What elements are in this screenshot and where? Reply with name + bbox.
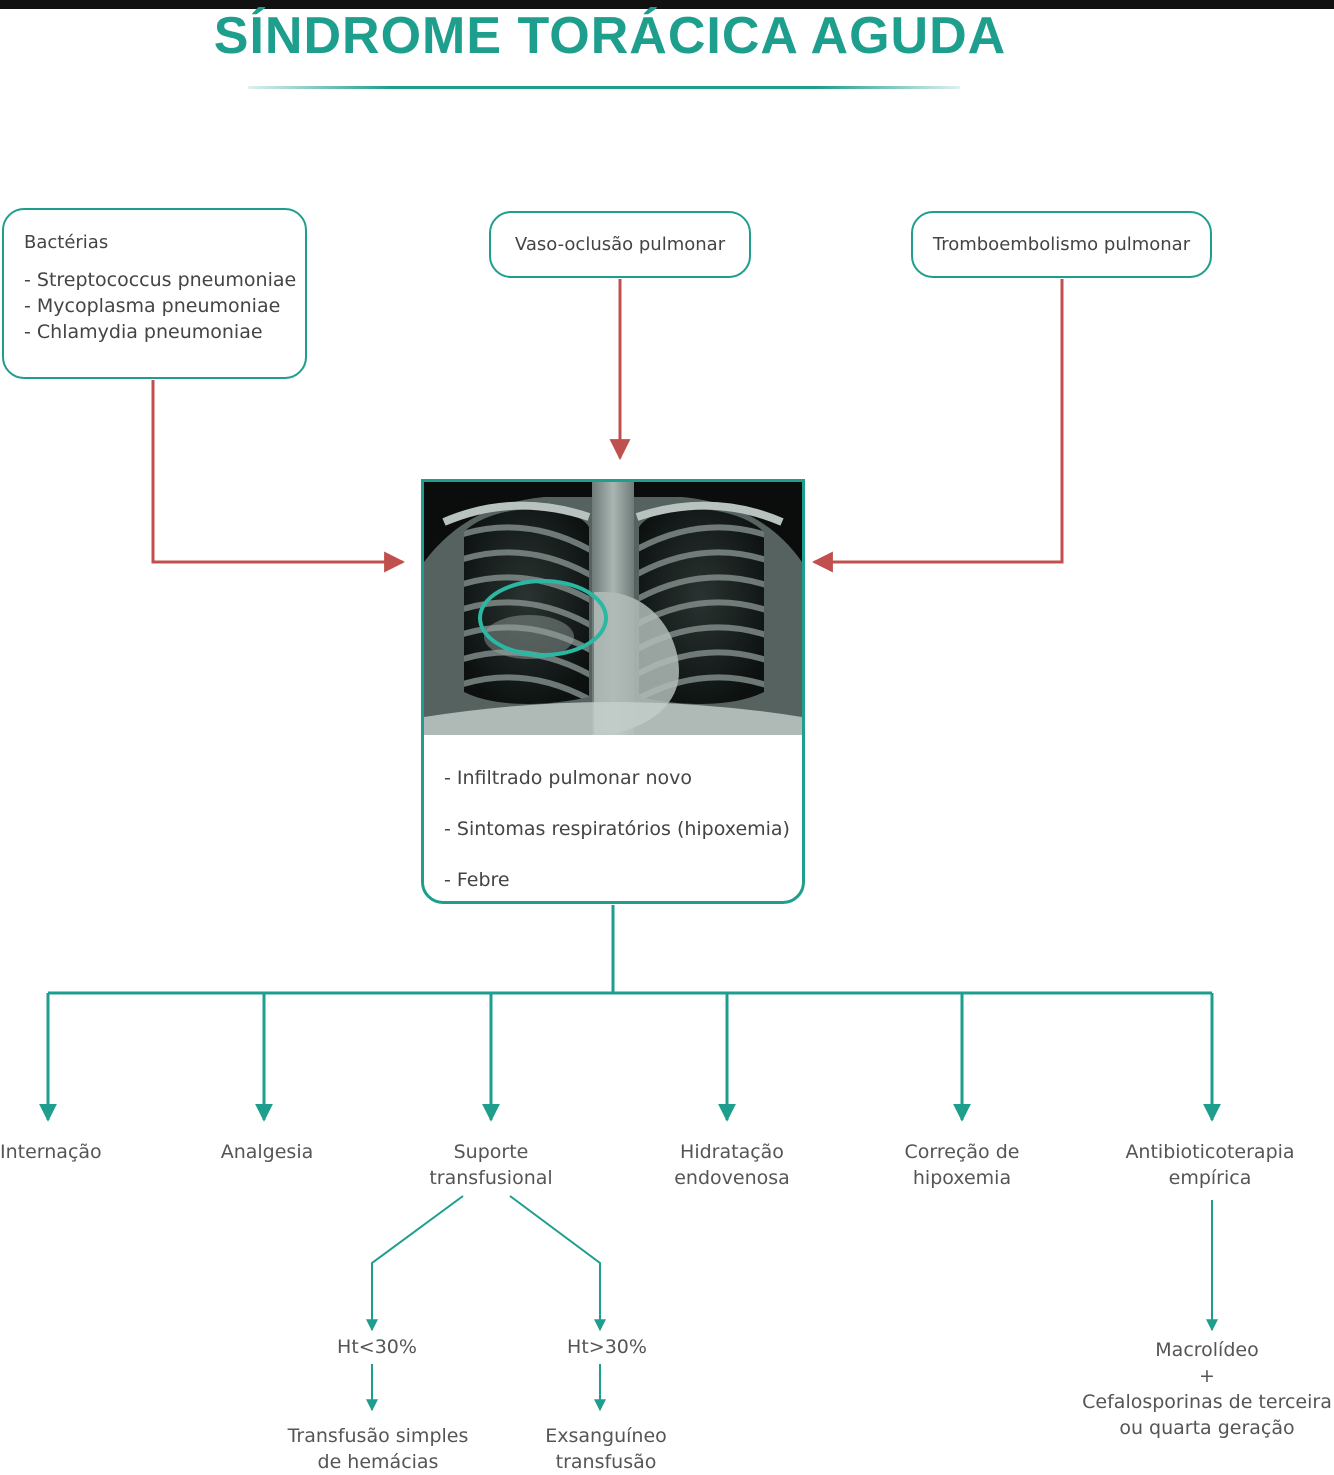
cause-vaso-oclusao-box: Vaso-oclusão pulmonar — [489, 211, 751, 278]
arrow-bacterias-to-center — [151, 380, 406, 573]
list-item: - Sintomas respiratórios (hipoxemia) — [444, 818, 790, 840]
arrow-to-ht-high — [509, 1195, 606, 1332]
list-item: - Chlamydia pneumoniae — [24, 321, 263, 343]
top-bar — [0, 0, 1334, 9]
cause-tromboembolismo-box: Tromboembolismo pulmonar — [911, 211, 1212, 278]
management-correcao-hipoxemia: Correção de hipoxemia — [904, 1141, 1020, 1189]
diagnostic-criteria-list: - Infiltrado pulmonar novo - Sintomas re… — [424, 735, 802, 901]
ht-below-30: Ht<30% — [337, 1336, 417, 1358]
list-item: - Febre — [444, 869, 510, 891]
bacterias-list: - Streptococcus pneumoniae - Mycoplasma … — [24, 267, 305, 345]
ht-above-30: Ht>30% — [567, 1336, 647, 1358]
cause-bacterias-box: Bactérias - Streptococcus pneumoniae - M… — [2, 208, 307, 379]
chest-xray-image — [424, 482, 802, 735]
management-analgesia: Analgesia — [220, 1141, 314, 1163]
bacterias-heading: Bactérias — [24, 232, 109, 253]
list-item: - Mycoplasma pneumoniae — [24, 295, 281, 317]
management-internacao: Internação — [0, 1141, 102, 1163]
diagnosis-box: - Infiltrado pulmonar novo - Sintomas re… — [421, 479, 805, 904]
arrow-to-ht-low — [366, 1195, 464, 1332]
management-suporte-transfusional: Suporte transfusional — [429, 1141, 553, 1189]
arrow-trombo-to-center — [811, 279, 1064, 573]
exsanguineo-transfusao: Exsanguíneo transfusão — [545, 1425, 667, 1473]
management-hidratacao-endovenosa: Hidratação endovenosa — [674, 1141, 790, 1189]
transfusao-simples: Transfusão simples de hemácias — [287, 1425, 469, 1473]
antibiotic-regimen: Macrolídeo + Cefalosporinas de terceira … — [1082, 1339, 1332, 1439]
management-antibioticoterapia: Antibioticoterapia empírica — [1125, 1141, 1295, 1189]
list-item: - Streptococcus pneumoniae — [24, 269, 297, 291]
list-item: - Infiltrado pulmonar novo — [444, 767, 693, 789]
diagram-title: SÍNDROME TORÁCICA AGUDA — [213, 7, 1007, 65]
title-underline — [248, 86, 960, 89]
